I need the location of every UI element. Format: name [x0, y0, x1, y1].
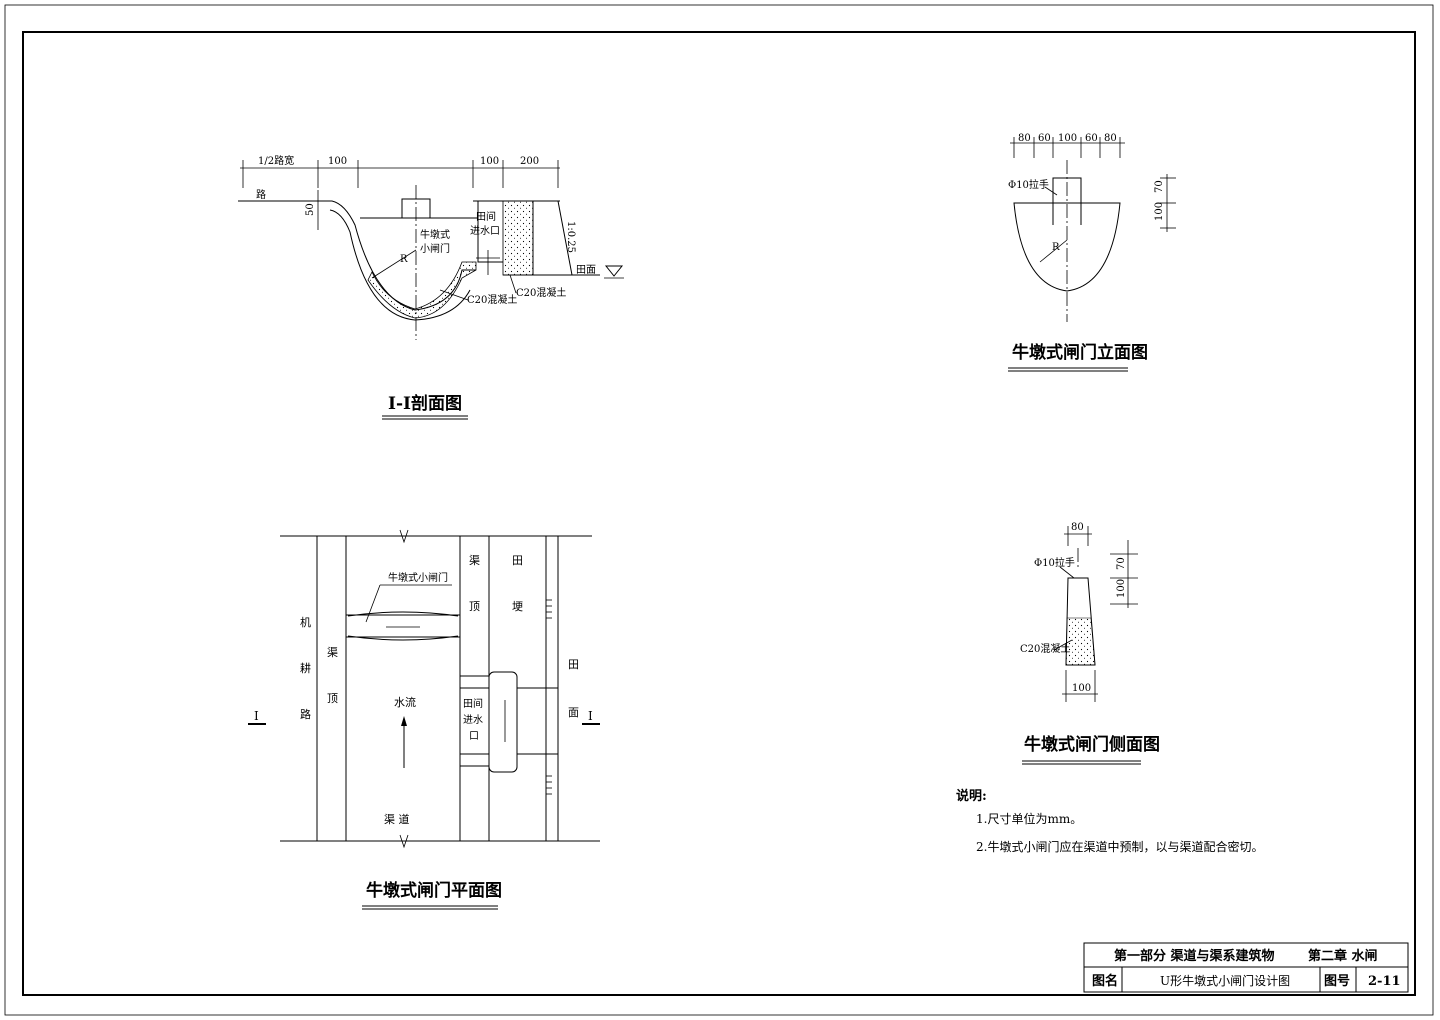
- section-mark-right: I: [588, 709, 593, 723]
- title-block-drawing-no: 2-11: [1368, 974, 1401, 989]
- dim-100-bottom-side: 100: [1072, 683, 1091, 694]
- label-field-ridge-2: 埂: [512, 600, 523, 613]
- title-block-chapter: 第二章 水闸: [1308, 948, 1378, 964]
- note-item-2: 2.牛墩式小闸门应在渠道中预制，以与渠道配合密切。: [976, 839, 1263, 854]
- dim-70-elevation: 70: [1154, 180, 1165, 193]
- title-block-drawing-name: U形牛墩式小闸门设计图: [1160, 973, 1290, 988]
- label-canal-top-left-2: 顶: [327, 692, 338, 705]
- title-block-part: 第一部分 渠道与渠系建筑物: [1114, 948, 1275, 964]
- section-view: 1/2路宽 100 100 200 路 50 牛墩式 小闸门 田间 进水口 1:…: [238, 154, 624, 420]
- notes: 说明: 1.尺寸单位为mm。 2.牛墩式小闸门应在渠道中预制，以与渠道配合密切。: [956, 788, 1263, 854]
- label-handle-side: Φ10拉手: [1034, 556, 1075, 569]
- plan-view: 牛墩式小闸门 田间 进水 口 机 耕 路 渠 顶 渠 顶 田 埂 田 面 水流 …: [248, 529, 600, 910]
- label-field-surface-1: 田: [568, 658, 579, 671]
- label-handle-elevation: Φ10拉手: [1008, 178, 1049, 191]
- label-machine-road-3: 路: [300, 708, 311, 721]
- dim-top-1: 80: [1018, 133, 1031, 144]
- label-canal-top-right-1: 渠: [469, 554, 480, 567]
- dim-70-side: 70: [1116, 557, 1127, 570]
- dim-top-2: 60: [1038, 133, 1051, 144]
- title-block-no-label: 图号: [1324, 974, 1350, 989]
- label-inlet-line2: 进水口: [470, 225, 500, 237]
- dim-top-3: 100: [1058, 133, 1077, 144]
- label-gate-line2: 小闸门: [420, 242, 450, 255]
- label-plan-gate: 牛墩式小闸门: [388, 571, 448, 584]
- title-block-name-label: 图名: [1092, 973, 1118, 989]
- label-gate-line1: 牛墩式: [420, 228, 450, 241]
- label-concrete-side: C20混凝土: [1020, 642, 1070, 655]
- label-machine-road-2: 耕: [300, 661, 311, 675]
- label-inlet-line1: 田间: [476, 210, 496, 223]
- label-canal-top-left-1: 渠: [327, 646, 338, 659]
- label-inlet-1: 田间: [463, 697, 483, 710]
- label-canal-top-right-2: 顶: [469, 600, 480, 613]
- dim-100-side: 100: [1116, 579, 1127, 598]
- label-R-section: R: [400, 254, 408, 265]
- section-title: I-I剖面图: [388, 393, 462, 414]
- dim-100-elevation: 100: [1154, 202, 1165, 221]
- dim-100-right: 100: [480, 156, 499, 167]
- dim-top-5: 80: [1104, 133, 1117, 144]
- label-field-ridge-1: 田: [512, 554, 523, 567]
- side-title: 牛墩式闸门侧面图: [1024, 734, 1160, 755]
- sheet-outer-border: [4, 4, 1434, 1016]
- title-block: 第一部分 渠道与渠系建筑物 第二章 水闸 图名 U形牛墩式小闸门设计图 图号 2…: [1083, 942, 1409, 993]
- side-view: 80 Φ10拉手 C20混凝土 70 100 100 牛墩式闸门侧面图: [1020, 522, 1160, 765]
- dim-50: 50: [305, 203, 316, 216]
- dim-half-road: 1/2路宽: [258, 154, 294, 167]
- label-field: 田面: [576, 265, 596, 276]
- elevation-title: 牛墩式闸门立面图: [1012, 342, 1148, 363]
- label-R-elevation: R: [1052, 242, 1060, 253]
- sheet-inner-border: [22, 31, 1416, 996]
- label-concrete-1: C20混凝土: [467, 293, 517, 306]
- dim-80-side: 80: [1071, 522, 1084, 533]
- notes-heading: 说明:: [956, 788, 987, 804]
- label-inlet-2: 进水: [463, 714, 483, 726]
- label-inlet-3: 口: [469, 731, 479, 742]
- dim-100-left: 100: [328, 156, 347, 167]
- dim-200: 200: [520, 156, 539, 167]
- plan-title: 牛墩式闸门平面图: [366, 880, 502, 901]
- label-channel: 渠 道: [384, 812, 410, 826]
- label-slope: 1:0.25: [565, 221, 576, 253]
- label-field-surface-2: 面: [568, 706, 579, 719]
- label-concrete-2: C20混凝土: [516, 286, 566, 299]
- label-road: 路: [256, 188, 266, 201]
- label-machine-road-1: 机: [300, 615, 311, 629]
- elevation-view: 80 60 100 60 80 R Φ10拉手 70 100 牛墩式闸门立面图: [1008, 133, 1176, 372]
- section-mark-left: I: [254, 709, 259, 723]
- dim-top-4: 60: [1085, 133, 1098, 144]
- label-water-flow: 水流: [394, 695, 416, 709]
- note-item-1: 1.尺寸单位为mm。: [976, 811, 1082, 826]
